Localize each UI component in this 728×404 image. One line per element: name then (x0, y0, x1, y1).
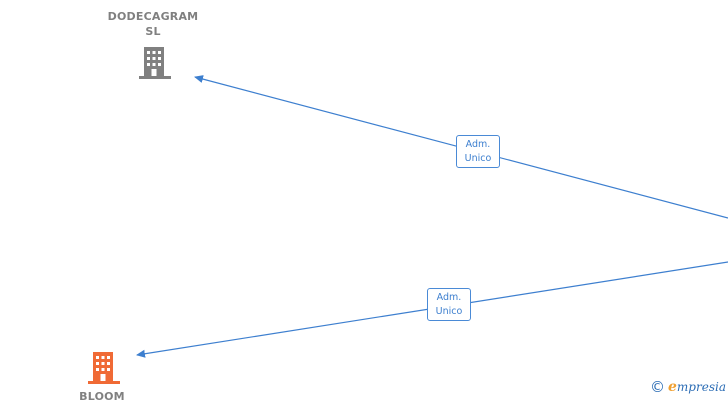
node-label-line: DODECAGRAM (107, 10, 199, 23)
edge-role-line: Adm. (436, 292, 462, 303)
node-label-line: BLOOM (79, 390, 125, 403)
empresia-watermark: ©empresia (650, 378, 726, 396)
edge-role-line: Unico (435, 306, 463, 317)
node-label-dodecagram[interactable]: DODECAGRAM SL (103, 9, 203, 39)
brand-initial: e (668, 379, 677, 395)
node-label-bloom[interactable]: BLOOM (62, 389, 142, 404)
edge-role-line: Adm. (465, 139, 491, 150)
edge-role-label[interactable]: Adm. Unico (456, 135, 500, 168)
edge-role-label[interactable]: Adm. Unico (427, 288, 471, 321)
node-label-line: SL (145, 25, 161, 38)
copyright-symbol: © (650, 378, 665, 396)
building-icon[interactable] (88, 352, 120, 384)
building-icon[interactable] (139, 47, 171, 79)
brand-name: mpresia (676, 380, 726, 394)
edge-role-line: Unico (464, 153, 492, 164)
